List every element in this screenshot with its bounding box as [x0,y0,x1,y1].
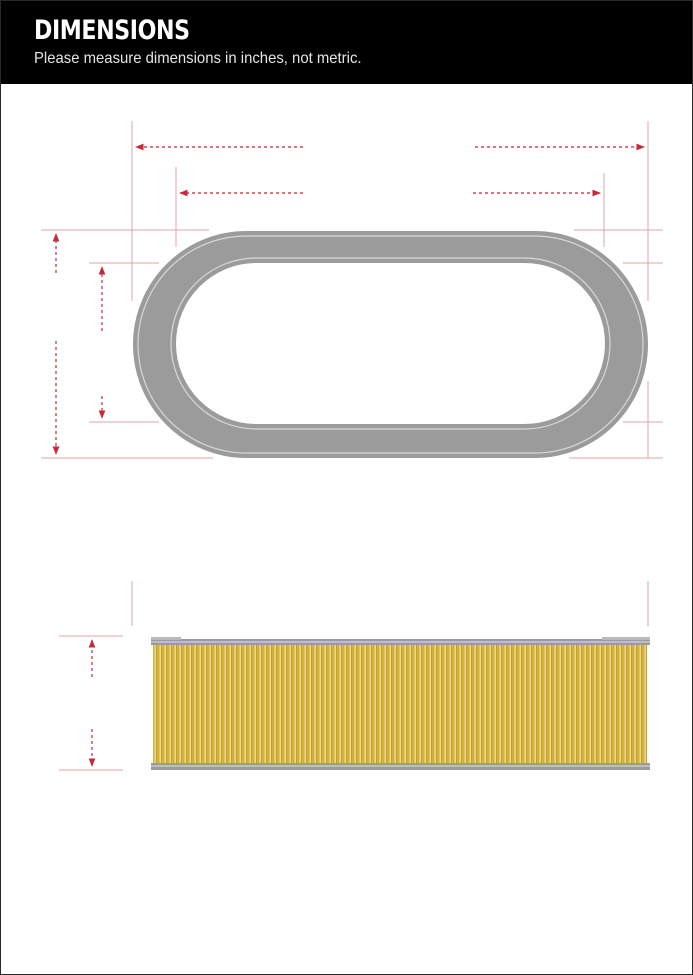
top-view-extension-lines [41,121,663,459]
page-title: DIMENSIONS [34,15,190,46]
side-view-diagram [59,581,650,771]
top-view-diagram [41,121,663,459]
page-subtitle: Please measure dimensions in inches, not… [34,50,362,67]
header-bar: DIMENSIONS Please measure dimensions in … [1,1,692,84]
side-view-extension-lines [59,581,649,771]
pleated-filter-side-view-icon [151,637,650,770]
oval-filter-top-view-icon [133,231,648,458]
